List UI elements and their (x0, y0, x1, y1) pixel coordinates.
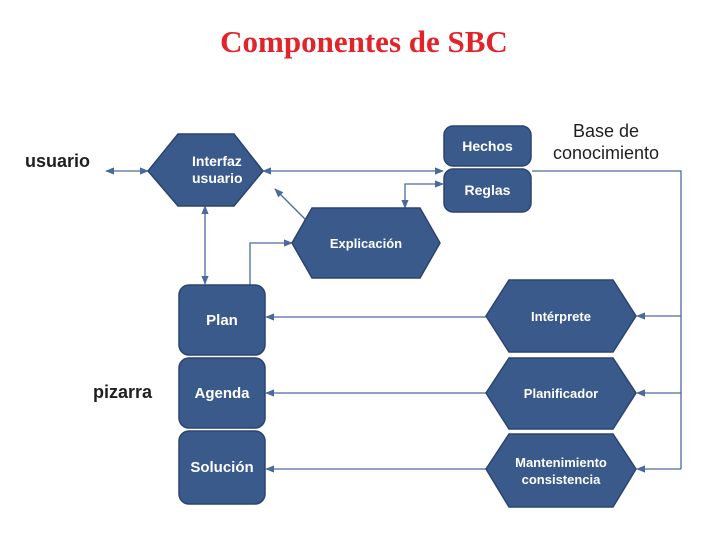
node-hechos (443, 125, 532, 167)
node-planificador (485, 357, 637, 430)
interfaz-label: Interfaz usuario (192, 153, 243, 187)
node-interfaz-usuario (147, 133, 264, 207)
label-pizarra: pizarra (93, 382, 153, 402)
planificador-label: Planificador (523, 386, 599, 401)
reglas-label: Reglas (464, 182, 511, 198)
mantenimiento-line2: consistencia (521, 471, 601, 487)
node-mantenimiento (485, 433, 637, 508)
node-plan (178, 284, 266, 356)
interfaz-line2: usuario (192, 170, 243, 186)
mantenimiento-line1: Mantenimiento (515, 454, 607, 470)
interfaz-line1: Interfaz (192, 153, 242, 169)
node-solucion (178, 430, 266, 505)
node-interprete (485, 279, 637, 353)
mantenimiento-label: Mantenimiento consistencia (486, 434, 636, 507)
label-base-conocimiento: Base de conocimiento (536, 120, 676, 164)
label-base-line1: Base de (572, 121, 640, 141)
arrow-reglas-explicacion (401, 180, 444, 209)
interprete-label: Intérprete (531, 308, 591, 324)
node-reglas (443, 168, 532, 213)
explicacion-label: Explicación (329, 235, 403, 251)
page-title: Componentes de SBC (220, 24, 508, 59)
agenda-label: Agenda (194, 384, 250, 402)
node-agenda (178, 357, 266, 429)
arrow-plan-explicacion (249, 239, 293, 285)
node-explicacion (291, 207, 441, 279)
plan-label: Plan (206, 311, 238, 329)
label-base-line2: conocimiento (552, 143, 660, 163)
label-usuario: usuario (25, 151, 91, 171)
hechos-label: Hechos (462, 137, 513, 154)
solucion-label: Solución (190, 459, 254, 476)
connector-base-right (532, 170, 682, 469)
